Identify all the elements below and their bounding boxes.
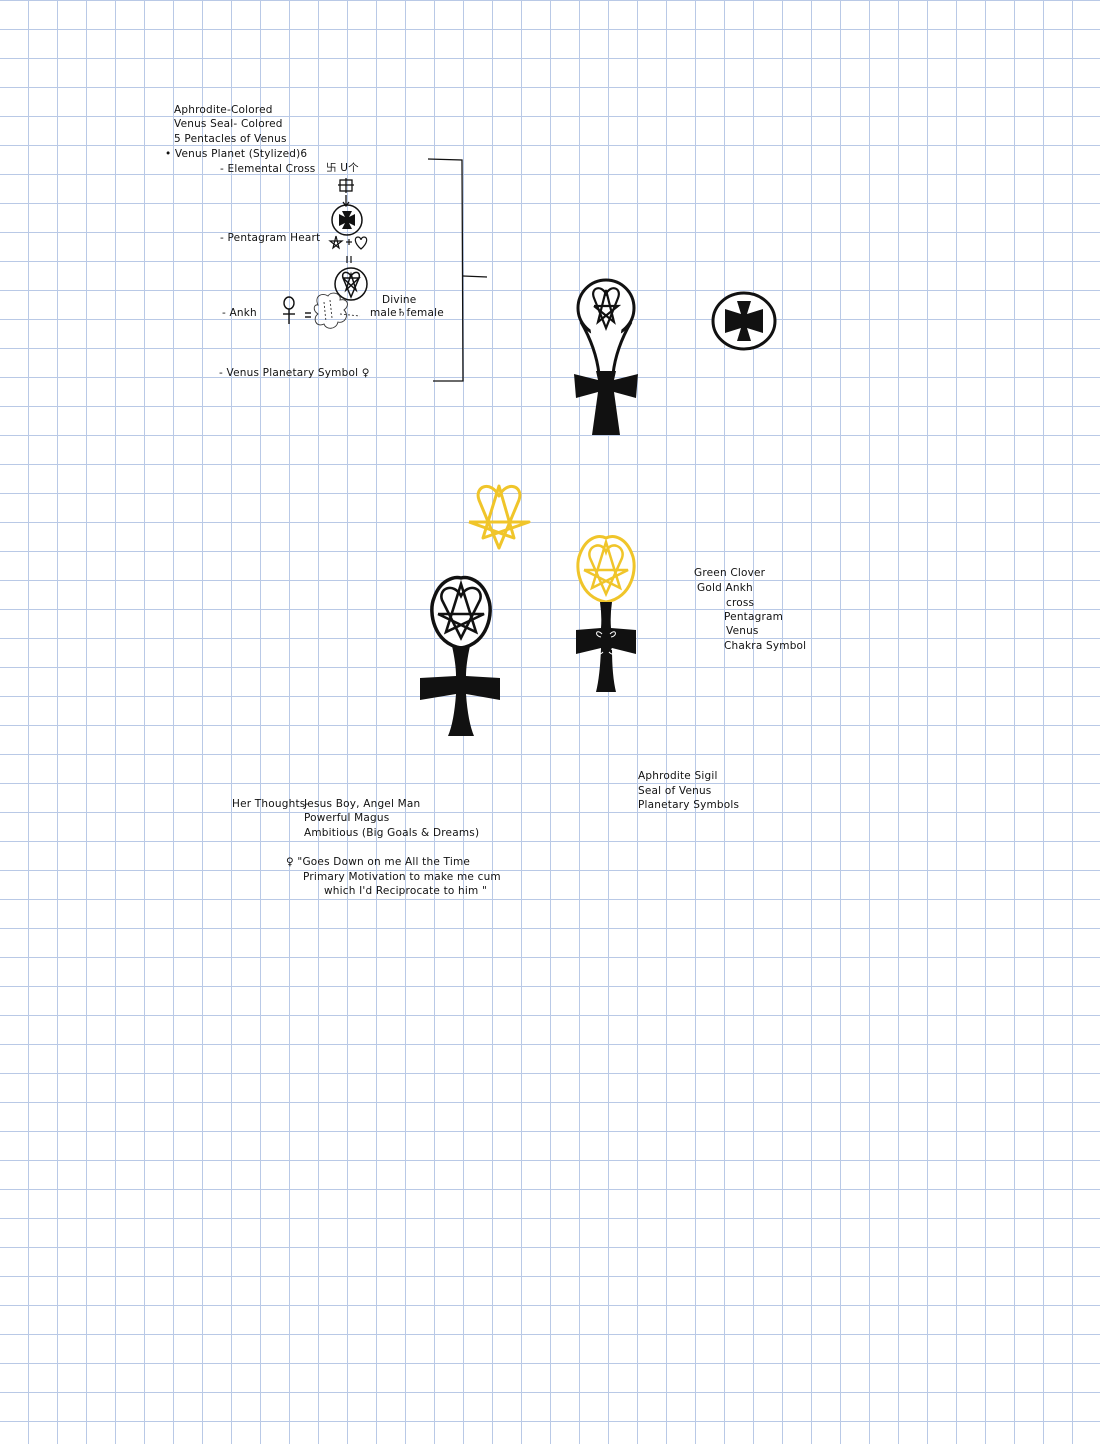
note-elemental-cross: - Elemental Cross: [220, 163, 316, 175]
note-pentagram: Pentagram: [724, 611, 784, 623]
small-circle-cross-icon: [331, 204, 363, 236]
ankh-doodle-icon: [313, 292, 361, 329]
note-pentagram-heart: - Pentagram Heart: [220, 232, 321, 244]
gold-heartagram-icon: [468, 484, 531, 550]
note-seal-of-venus: Seal of Venus: [638, 785, 712, 797]
note-powerful-magus: Powerful Magus: [304, 812, 390, 824]
small-ankh-icon: [283, 296, 311, 324]
note-elemental-glyph: 卐 U个: [326, 162, 359, 174]
note-quote-line-1: ♀ "Goes Down on me All the Time: [286, 856, 471, 868]
bracket-icon: [427, 158, 488, 382]
note-divine: Divine: [382, 294, 417, 306]
ankh-heartagram-gold-icon: [576, 535, 636, 692]
circle-cross-seal-icon: [711, 291, 777, 351]
note-venus-planetary-symbol: - Venus Planetary Symbol ♀: [219, 367, 370, 379]
note-quote-line-3: which I'd Reciprocate to him ": [324, 885, 488, 897]
note-venus: Venus: [726, 625, 759, 637]
note-gold-ankh: Gold Ankh: [697, 582, 753, 594]
ankh-heartagram-large-icon: [420, 575, 500, 736]
note-5-pentacles: 5 Pentacles of Venus: [174, 133, 287, 145]
note-ambitious: Ambitious (Big Goals & Dreams): [304, 827, 480, 839]
small-heartagram-circle-icon: [334, 267, 368, 301]
note-jesus-boy: Jesus Boy, Angel Man: [304, 798, 421, 810]
note-venus-seal-colored: Venus Seal- Colored: [174, 118, 283, 130]
note-her-thoughts-label: Her Thoughts-: [232, 798, 310, 810]
note-aphrodite-sigil: Aphrodite Sigil: [638, 770, 718, 782]
note-aphrodite-colored: Aphrodite-Colored: [174, 104, 273, 116]
note-male-female: male♄female: [370, 307, 444, 319]
small-pentagram-plus-heart-icon: [328, 235, 368, 263]
small-cross-square-icon: [338, 178, 354, 208]
note-venus-planet: • Venus Planet (Stylized)6: [165, 148, 308, 160]
note-quote-line-2: Primary Motivation to make me cum: [303, 871, 501, 883]
note-chakra-symbol: Chakra Symbol: [724, 640, 807, 652]
note-planetary-symbols: Planetary Symbols: [638, 799, 740, 811]
ankh-heartagram-black-icon: [574, 278, 638, 435]
note-green-clover: Green Clover: [694, 567, 766, 579]
note-ankh: - Ankh: [222, 307, 257, 319]
note-cross: cross: [726, 597, 755, 609]
